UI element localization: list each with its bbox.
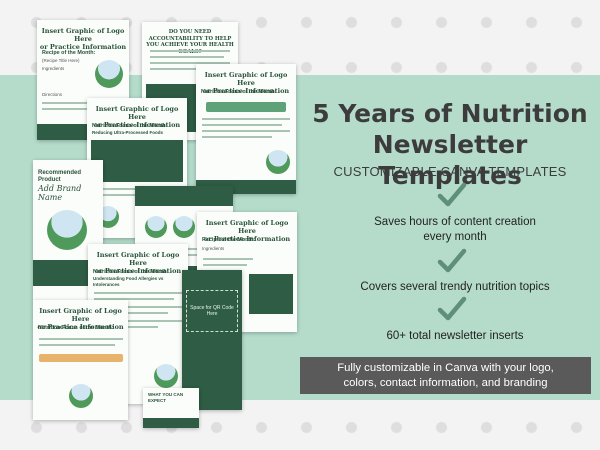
template-thumbnail: Space for QR Code Here	[182, 270, 242, 410]
subtitle: CUSTOMIZABLE CANVA TEMPLATES	[333, 164, 567, 179]
focus-heading: Nutrition Focus of the Month:	[92, 123, 168, 129]
qr-placeholder: Space for QR Code Here	[186, 290, 238, 332]
title-line-2: Newsletter Templates	[372, 130, 528, 190]
recommended-heading: Recommended Product	[38, 170, 82, 183]
focus-heading: Nutrition Focus of the Month:	[93, 269, 169, 275]
food-image	[95, 60, 123, 88]
checkmark-icon	[437, 296, 467, 321]
focus-topic: Reducing Ultra-Processed Foods	[92, 130, 164, 135]
checkmark-icon	[437, 182, 467, 207]
title-line-1: 5 Years of Nutrition	[312, 99, 588, 128]
recipe-subtitle: (Recipe Title Here)	[42, 58, 80, 63]
ingredients-heading: Ingredients	[42, 66, 65, 71]
template-thumbnail: WHAT YOU CAN EXPECT	[143, 388, 199, 428]
customization-banner: Fully customizable in Canva with your lo…	[300, 357, 591, 394]
recipe-heading: Recipe of the Month:	[42, 50, 96, 56]
focus-heading: Nutrition Focus of the Month:	[38, 325, 114, 331]
recipe-heading: Recipe of the Month:	[202, 237, 256, 243]
checkmark-icon	[437, 248, 467, 273]
feature-item: 60+ total newsletter inserts	[386, 330, 524, 342]
directions-heading: Directions	[42, 92, 63, 97]
expect-heading: WHAT YOU CAN EXPECT	[148, 392, 184, 403]
focus-topic: Understanding Food Allergies vs Intolera…	[93, 276, 164, 287]
focus-heading: Nutrition Focus of the Month:	[201, 89, 277, 95]
page-title: 5 Years of Nutrition Newsletter Template…	[300, 98, 600, 191]
brand-placeholder: Add Brand Name	[38, 184, 82, 202]
ingredients-heading: Ingredients	[202, 246, 225, 251]
feature-item: Covers several trendy nutrition topics	[360, 281, 550, 293]
